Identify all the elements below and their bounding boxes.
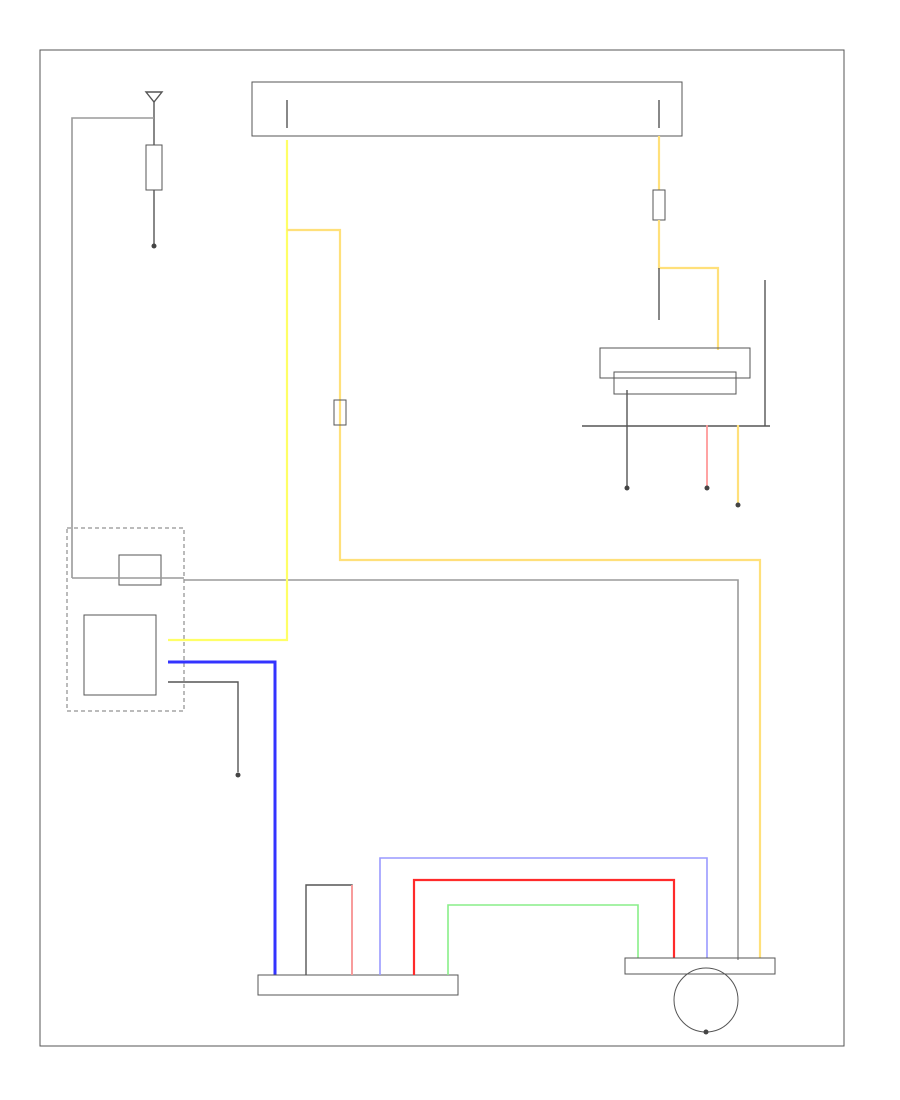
- wire-red: [412, 878, 676, 975]
- wire-yellow-main: [168, 140, 289, 642]
- wire-light-blue: [379, 857, 708, 975]
- diagram-border: [39, 49, 845, 1047]
- relay-box-outline: [66, 527, 185, 712]
- wire-black-ground: [168, 681, 239, 772]
- alternator-ground-icon: [703, 1029, 709, 1035]
- alternator: [624, 957, 776, 1035]
- wire-battery-to-relay: [71, 117, 154, 578]
- control-module-outline: [599, 347, 751, 379]
- inline-fuse: [333, 399, 347, 426]
- right-sensor: [652, 189, 666, 221]
- battery-fuse: [145, 144, 163, 191]
- ground-symbol-icon: [144, 91, 164, 104]
- wire-green: [447, 904, 639, 975]
- battery-ground: [71, 91, 164, 578]
- wire-yellow-orange: [287, 228, 762, 958]
- fuse-box-outline: [251, 81, 683, 137]
- alternator-connector: [624, 957, 776, 975]
- wire-right-mid: [657, 220, 720, 350]
- bottom-jumper: [305, 884, 353, 975]
- relay-switch: [118, 554, 162, 586]
- control-terminal-1-icon: [624, 485, 630, 491]
- relay-box: [66, 527, 185, 712]
- control-module-inner: [613, 371, 737, 395]
- alternator-circle-icon: [673, 967, 739, 1033]
- control-module: [582, 280, 770, 508]
- bottom-connector: [257, 857, 708, 996]
- relay-ground-icon: [235, 772, 241, 778]
- control-terminal-3-icon: [735, 502, 741, 508]
- fuse-box: [251, 81, 683, 137]
- ground-terminal-icon: [151, 243, 157, 249]
- relay-coil: [83, 614, 157, 696]
- bottom-connector-outline: [257, 974, 459, 996]
- control-terminal-2-icon: [704, 485, 710, 491]
- wire-blue: [168, 660, 277, 975]
- wire-white-main: [184, 579, 739, 960]
